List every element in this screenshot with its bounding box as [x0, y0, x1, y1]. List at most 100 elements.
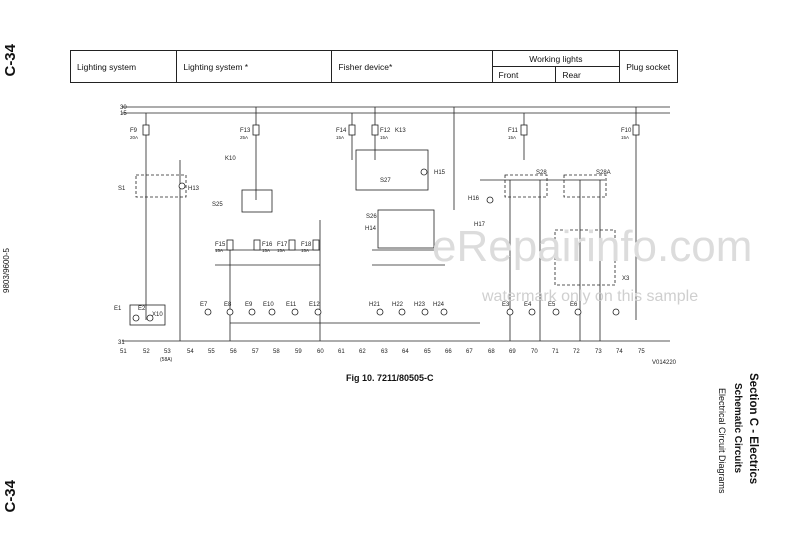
section-subtitle: Schematic Circuits: [732, 383, 743, 474]
header-cell-working-lights: Working lights: [491, 50, 621, 67]
component-label: S27: [380, 178, 391, 184]
lamp-label: E2: [138, 306, 146, 312]
fuse-label: F17: [277, 242, 288, 248]
lamp-label: E5: [548, 302, 556, 308]
lamp-label: E4: [524, 302, 532, 308]
component-label: H14: [365, 226, 377, 232]
fuse-label: F15: [215, 242, 226, 248]
terminal-label: 75: [638, 349, 645, 355]
lamp-label: H23: [414, 302, 426, 308]
fuse-label: F18: [301, 242, 312, 248]
header-cell-rear: Rear: [555, 66, 621, 83]
terminal-label: 63: [381, 349, 388, 355]
lamp-label: H22: [392, 302, 404, 308]
page-number-bottom: C-34: [2, 480, 19, 513]
watermark-main: eRepairinfo.com: [432, 222, 753, 271]
lamp-label: E12: [309, 302, 320, 308]
terminal-label: 58: [273, 349, 280, 355]
component-label: S28A: [596, 170, 611, 176]
lamp-label: E9: [245, 302, 253, 308]
component-label: S25: [212, 202, 223, 208]
figure-reference-code: V014220: [652, 360, 677, 366]
component-label: H17: [474, 222, 486, 228]
fuse-rating: 15A: [262, 248, 270, 253]
component-label: H15: [434, 170, 446, 176]
lamp-label: E1: [114, 306, 122, 312]
terminal-label: 68: [488, 349, 495, 355]
terminal-label: 56: [230, 349, 237, 355]
page-number-top: C-34: [2, 44, 19, 77]
terminal-label: 62: [359, 349, 366, 355]
watermark-note: watermark only on this sample: [482, 288, 699, 305]
component-label: X3: [622, 276, 630, 282]
terminal-label: 71: [552, 349, 559, 355]
fuse-label: F13: [240, 128, 251, 134]
fuse-rating: 25A: [240, 135, 248, 140]
component-label: X10: [152, 312, 163, 318]
terminal-label: 65: [424, 349, 431, 355]
header-cell-fisher-device: Fisher device*: [331, 50, 493, 83]
terminal-label: 64: [402, 349, 409, 355]
component-label: H13: [188, 186, 200, 192]
terminal-label: 74: [616, 349, 623, 355]
fuse-label: F10: [621, 128, 632, 134]
circuit-header-table: Lighting system Lighting system * Fisher…: [69, 50, 678, 83]
terminal-label: 59: [295, 349, 302, 355]
fuse-rating: 15A: [508, 135, 516, 140]
terminal-label: 61: [338, 349, 345, 355]
fuse-rating: 15A: [215, 248, 223, 253]
terminal-label: 66: [445, 349, 452, 355]
terminal-label: 55: [208, 349, 215, 355]
bus-label-30: 30: [120, 105, 127, 111]
header-cell-front: Front: [491, 66, 557, 83]
component-label: S26: [366, 214, 377, 220]
terminal-label: 52: [143, 349, 150, 355]
lamp-label: E10: [263, 302, 274, 308]
terminal-label: 69: [509, 349, 516, 355]
header-cell-plug-socket: Plug socket: [619, 50, 678, 83]
terminal-label: 53: [164, 349, 171, 355]
section-subsection: Electrical Circuit Diagrams: [717, 388, 727, 494]
fuse-label: F16: [262, 242, 273, 248]
terminal-label: 60: [317, 349, 324, 355]
terminal-label: 67: [466, 349, 473, 355]
lamp-label: H24: [433, 302, 445, 308]
lamp-label: E3: [502, 302, 510, 308]
schematic-diagram: 30 15 31 F9 20A F13 25A F14 15A F12 15A …: [114, 105, 677, 366]
terminal-label: 51: [120, 349, 127, 355]
header-cell-lighting-system-optional: Lighting system *: [176, 50, 333, 83]
lamp-label: E8: [224, 302, 232, 308]
document-code: 9803/9600-5: [2, 248, 11, 293]
fuse-label: F11: [508, 128, 519, 134]
lamp-label: E6: [570, 302, 578, 308]
terminal-label: 73: [595, 349, 602, 355]
fuse-rating: 20A: [130, 135, 138, 140]
component-label: S28: [536, 170, 547, 176]
fuse-rating: 15A: [301, 248, 309, 253]
fuse-label: F12: [380, 128, 391, 134]
terminal-label: 70: [531, 349, 538, 355]
fuse-label: F9: [130, 128, 138, 134]
lamp-label: E7: [200, 302, 208, 308]
bus-label-15: 15: [120, 111, 127, 117]
fuse-rating: 15A: [336, 135, 344, 140]
terminal-label: 54: [187, 349, 194, 355]
component-label: K10: [225, 156, 236, 162]
fuse-label: F14: [336, 128, 347, 134]
fuse-rating: 15A: [277, 248, 285, 253]
ground-label: 31: [118, 340, 125, 346]
lamp-label: E11: [286, 302, 297, 308]
component-label: H16: [468, 196, 480, 202]
bottom-terminal-labels: 51 52 53 54 55 56 57 58 59 60 61 62 63 6…: [120, 349, 645, 355]
terminal-label: 72: [573, 349, 580, 355]
fuse-rating: 15A: [380, 135, 388, 140]
terminal-label: 57: [252, 349, 259, 355]
component-label: S1: [118, 186, 126, 192]
component-label: K13: [395, 128, 406, 134]
figure-caption: Fig 10. 7211/80505-C: [346, 373, 434, 383]
header-cell-lighting-system: Lighting system: [69, 50, 178, 83]
section-title: Section C - Electrics: [747, 373, 759, 485]
lamp-label: H21: [369, 302, 381, 308]
fuse-rating: 15A: [621, 135, 629, 140]
